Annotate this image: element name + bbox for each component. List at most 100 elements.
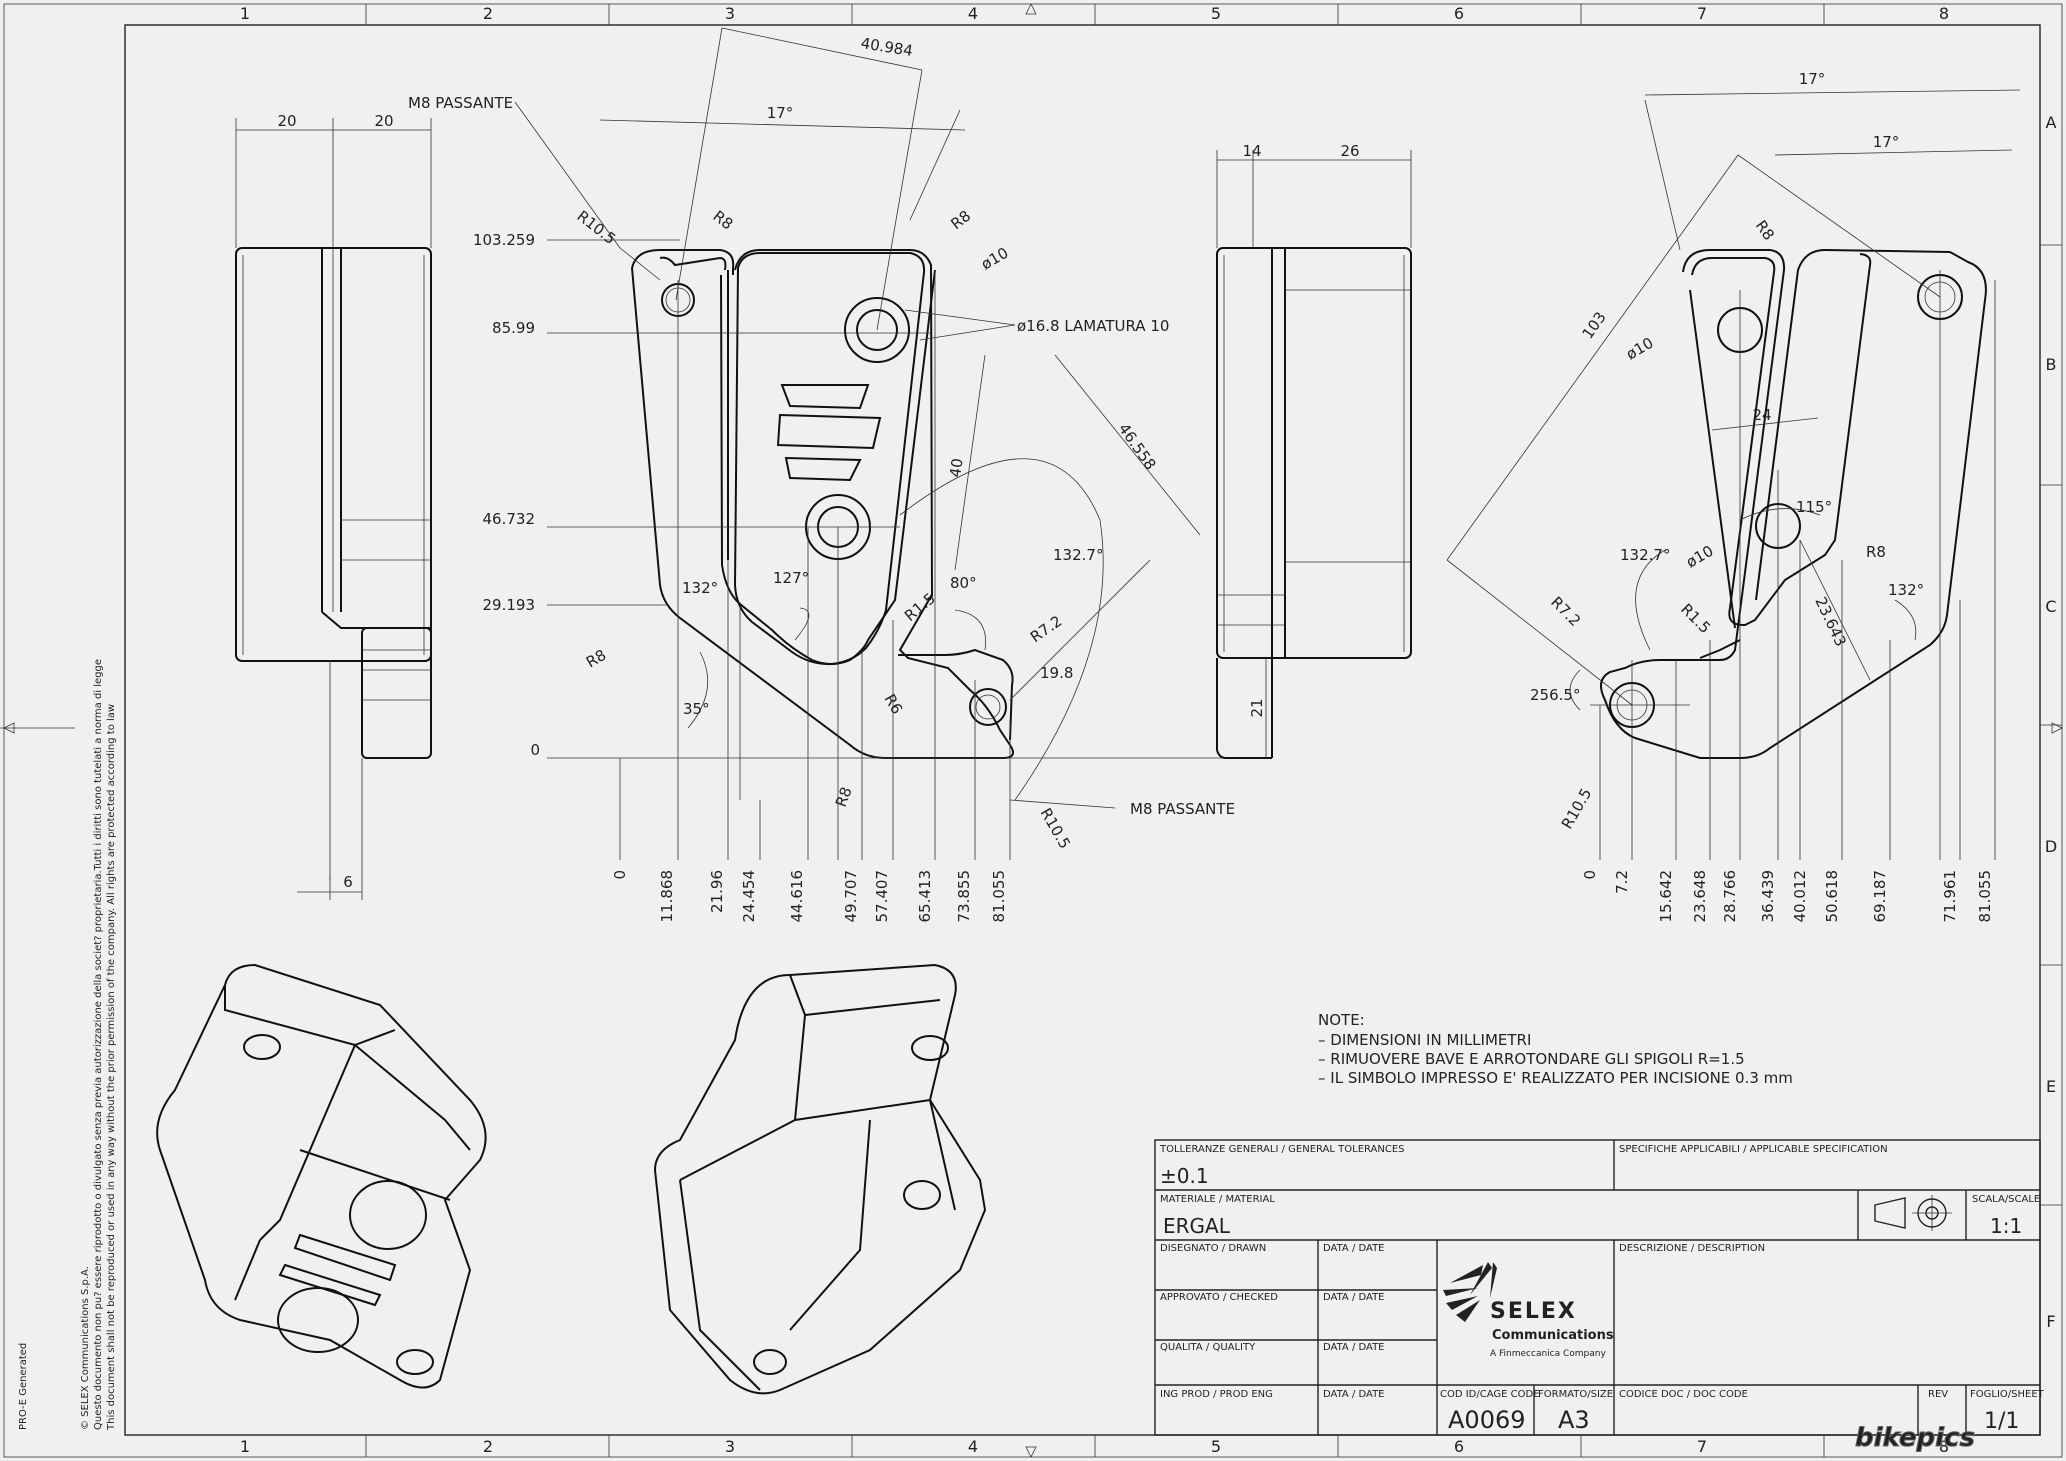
front-radius-7: R6 (881, 691, 907, 717)
right-angle-1327: 132.7° (1620, 546, 1670, 564)
copyright-line-3: This document shall not be reproduced or… (106, 704, 117, 1431)
side-dim-21: 21 (1248, 698, 1266, 717)
projection-symbol (1874, 1195, 1952, 1231)
right-dim-103: 103 (1579, 309, 1610, 343)
right-radius-4: R8 (1866, 543, 1886, 561)
right-dim-17-outer: 17° (1799, 70, 1826, 88)
left-dim-width-2: 20 (374, 112, 393, 130)
front-dim-40: 40 (946, 457, 966, 478)
front-view (514, 27, 1238, 860)
front-radius-2: R8 (710, 207, 737, 233)
front-dim-17deg: 17° (767, 104, 794, 122)
tb-date-label-4: DATA / DATE (1323, 1389, 1385, 1400)
side-view (1216, 150, 1412, 759)
front-angle-35: 35° (683, 700, 710, 718)
col-label-bottom-6: 6 (1454, 1437, 1464, 1456)
tb-date-label-2: DATA / DATE (1323, 1292, 1385, 1303)
right-radius-5: R10.5 (1558, 785, 1596, 832)
right-ordinate-x-3: 15.642 (1657, 870, 1675, 923)
side-dim-14: 14 (1242, 142, 1261, 160)
col-label-bottom-2: 2 (483, 1437, 493, 1456)
front-ordinate-x-3: 21.96 (708, 870, 726, 913)
copyright-line-1: © SELEX Communications S.p.A. (80, 1266, 91, 1430)
col-label-bottom-5: 5 (1211, 1437, 1221, 1456)
front-angle-132: 132° (682, 579, 718, 597)
col-label-bottom-3: 3 (725, 1437, 735, 1456)
tb-sheet-value: 1/1 (1984, 1409, 2019, 1434)
tb-format-label: FORMATO/SIZE (1538, 1389, 1613, 1400)
front-ordinate-x-8: 65.413 (916, 870, 934, 923)
title-block (1154, 1139, 2041, 1436)
front-ordinate-x-4: 24.454 (740, 870, 758, 923)
tb-scale-value: 1:1 (1990, 1214, 2022, 1238)
front-radius-4: R8 (583, 646, 609, 672)
right-ordinate-x-6: 36.439 (1759, 870, 1777, 923)
tb-spec-label: SPECIFICHE APPLICABILI / APPLICABLE SPEC… (1619, 1144, 1888, 1155)
row-label-a: A (2046, 113, 2057, 132)
isometric-view-left (156, 963, 487, 1389)
right-ordinate-x-2: 7.2 (1613, 870, 1631, 894)
col-label-bottom-8: 8 (1939, 1437, 1949, 1456)
tb-doc-code-label: CODICE DOC / DOC CODE (1619, 1389, 1748, 1400)
tb-rev-label: REV (1928, 1389, 1948, 1400)
right-hole-1: ø10 (1623, 334, 1656, 364)
right-angle-115: 115° (1796, 498, 1832, 516)
zone-ticks (0, 3, 2063, 1458)
generator-note: PRO-E Generated (18, 1343, 29, 1430)
tb-material-value: ERGAL (1163, 1214, 1231, 1238)
front-radius-5: R1.5 (901, 589, 939, 625)
col-label-6: 6 (1454, 4, 1464, 23)
front-callout-counterbore: ø16.8 LAMATURA 10 (1017, 317, 1169, 335)
front-ordinate-x-1: 0 (611, 870, 629, 880)
front-dim-198: 19.8 (1040, 664, 1073, 682)
row-label-d: D (2045, 837, 2057, 856)
front-radius-1: R10.5 (574, 207, 620, 248)
front-radius-3: R8 (947, 207, 974, 233)
front-angle-127: 127° (773, 569, 809, 587)
tb-quality-label: QUALITA / QUALITY (1160, 1342, 1256, 1353)
tb-sheet-label: FOGLIO/SHEET (1970, 1389, 2045, 1400)
notes-line-2: – RIMUOVERE BAVE E ARROTONDARE GLI SPIGO… (1318, 1050, 1745, 1068)
front-dim-46558: 46.558 (1115, 420, 1160, 473)
left-dim-width-1: 20 (277, 112, 296, 130)
front-ordinate-x-6: 49.707 (842, 870, 860, 923)
inner-border (124, 24, 2041, 1436)
row-label-e: E (2046, 1077, 2056, 1096)
front-ordinate-y-2: 85.99 (492, 319, 535, 337)
tb-description-label: DESCRIZIONE / DESCRIPTION (1619, 1243, 1765, 1254)
front-angle-1327: 132.7° (1053, 546, 1103, 564)
tb-company-sub: Communications (1492, 1328, 1614, 1343)
tb-format-value: A3 (1558, 1406, 1590, 1434)
right-radius-1: R8 (1752, 217, 1778, 244)
tb-material-label: MATERIALE / MATERIAL (1160, 1194, 1275, 1205)
front-dim-40984: 40.984 (859, 34, 914, 60)
front-radius-8: R8 (832, 784, 856, 809)
col-label-bottom-1: 1 (240, 1437, 250, 1456)
col-label-5: 5 (1211, 4, 1221, 23)
right-angle-2565: 256.5° (1530, 686, 1580, 704)
tb-eng-label: ING PROD / PROD ENG (1160, 1389, 1273, 1400)
right-ordinate-x-10: 71.961 (1941, 870, 1959, 923)
company-logo (1443, 1262, 1497, 1322)
col-label-1: 1 (240, 4, 250, 23)
front-radius-9: R10.5 (1037, 805, 1075, 852)
front-callout-m8-bottom: M8 PASSANTE (1130, 800, 1235, 818)
watermark: bikepics (1855, 1423, 1975, 1453)
front-ordinate-x-10: 81.055 (990, 870, 1008, 923)
front-angle-80: 80° (950, 574, 977, 592)
isometric-view-right (653, 963, 987, 1395)
right-dim-23643: 23.643 (1811, 594, 1850, 649)
col-label-4: 4 (968, 4, 978, 23)
tb-tolerance-value: ±0.1 (1160, 1164, 1209, 1188)
notes-line-3: – IL SIMBOLO IMPRESSO E' REALIZZATO PER … (1318, 1069, 1793, 1087)
tb-drawn-label: DISEGNATO / DRAWN (1160, 1243, 1266, 1254)
col-label-2: 2 (483, 4, 493, 23)
front-ordinate-y-1: 103.259 (473, 231, 535, 249)
front-ordinate-x-2: 11.868 (658, 870, 676, 923)
row-label-c: C (2045, 597, 2056, 616)
front-ordinate-y-5: 0 (530, 741, 540, 759)
right-ordinate-x-9: 69.187 (1871, 870, 1889, 923)
copyright-line-2: Questo documento non pu? essere riprodot… (93, 659, 104, 1430)
col-label-bottom-7: 7 (1697, 1437, 1707, 1456)
